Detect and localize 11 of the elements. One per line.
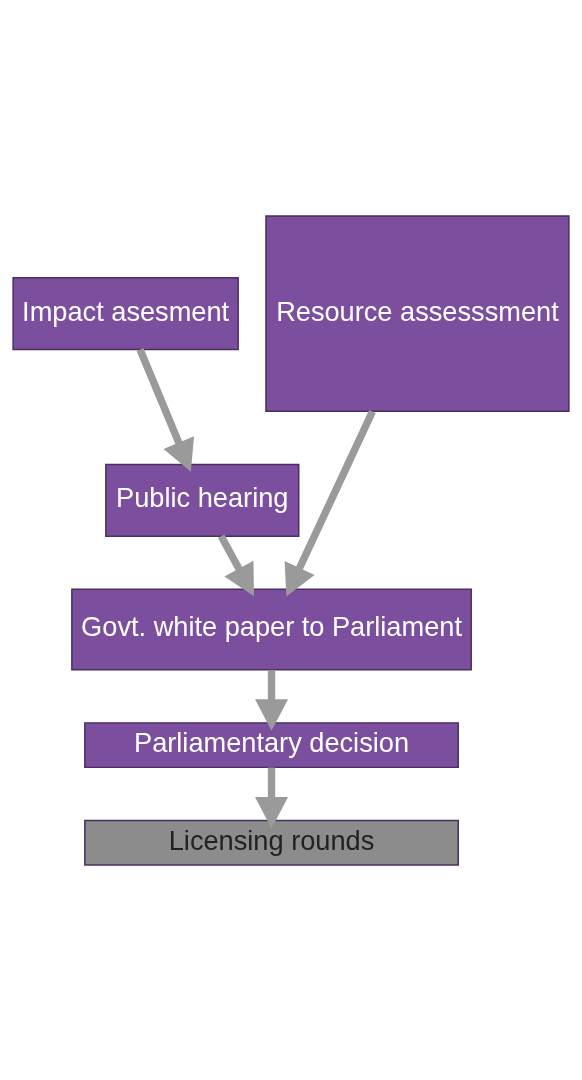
node-box: Parliamentary decision — [84, 721, 459, 768]
arrow — [284, 409, 376, 596]
arrow — [255, 669, 289, 731]
node-box: Govt. white paper to Parliament — [71, 588, 472, 670]
arrow — [255, 767, 289, 828]
node-box: Licensing rounds — [84, 819, 459, 866]
node-box: Resource assesssment — [265, 214, 570, 412]
node-box: Public hearing — [105, 463, 300, 537]
arrow — [136, 347, 195, 472]
arrow — [217, 533, 254, 596]
node-box: Impact asesment — [12, 276, 239, 350]
